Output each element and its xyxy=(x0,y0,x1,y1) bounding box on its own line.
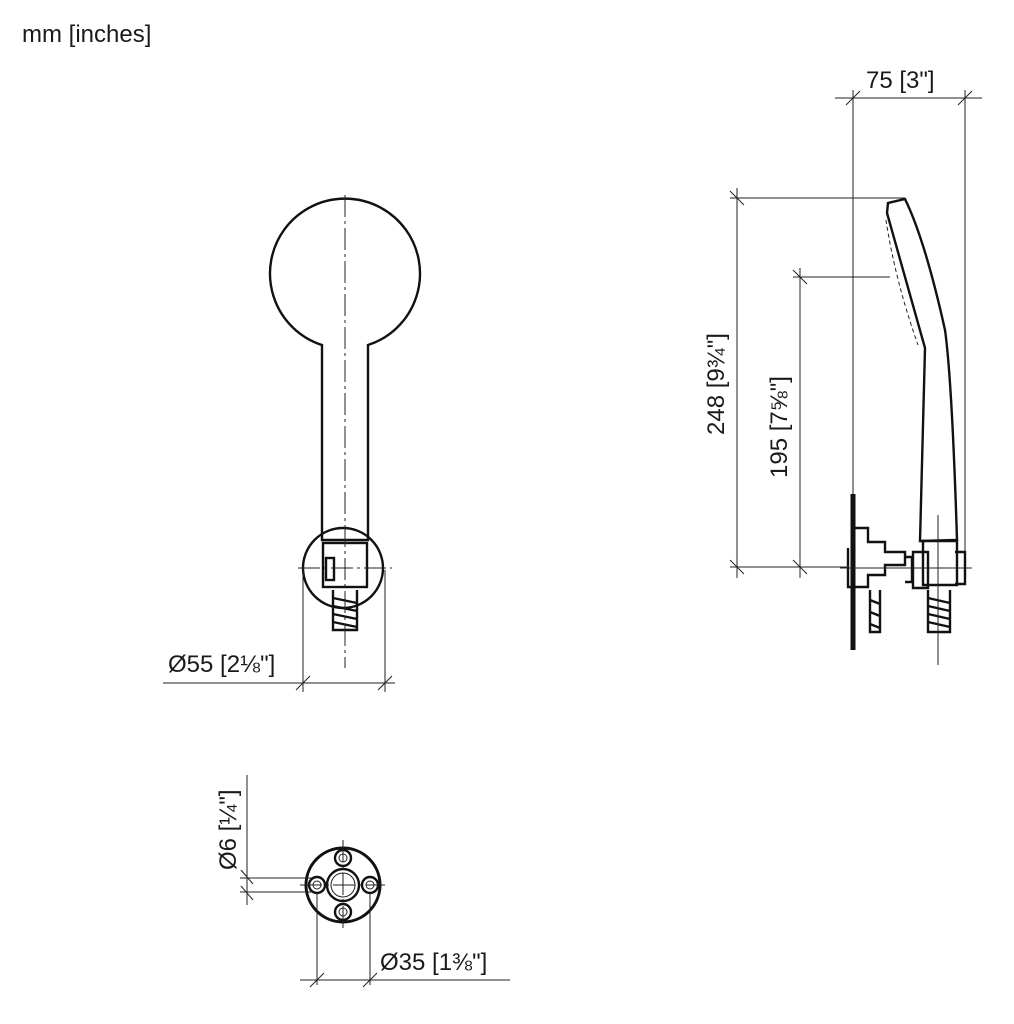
hand-shower-outline xyxy=(268,197,422,542)
total-height-label: 248 [9¾"] xyxy=(703,333,730,435)
hole-diameter-label: Ø6 [¼"] xyxy=(215,789,242,870)
hose-thread xyxy=(926,590,952,634)
bracket-screw xyxy=(324,556,336,582)
wall-bracket xyxy=(846,526,907,589)
wall-bracket-rear-view: Ø6 [¼"] Ø35 [1⅜"] xyxy=(215,775,510,988)
width-label: 75 [3"] xyxy=(866,67,935,94)
hand-shower-profile xyxy=(885,197,959,543)
side-view: 75 [3"] 248 [9¾"] 195 [7⅝"] xyxy=(703,67,982,665)
units-label: mm [inches] xyxy=(22,21,151,48)
connector xyxy=(905,550,930,590)
spray-nozzles xyxy=(885,219,919,346)
outlet-height-label: 195 [7⅝"] xyxy=(766,376,793,478)
hole-spacing-label: Ø35 [1⅜"] xyxy=(380,949,487,976)
holder xyxy=(920,539,967,587)
front-view: Ø55 [2⅛"] xyxy=(163,195,422,692)
rosette-diameter-label: Ø55 [2⅛"] xyxy=(168,651,275,678)
